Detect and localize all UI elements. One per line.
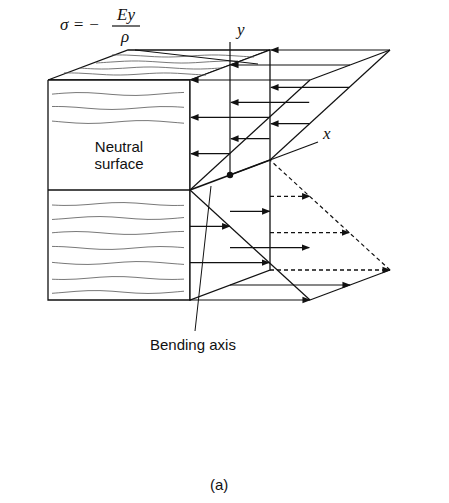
wood-grain	[64, 73, 206, 75]
stress-wedge-edge	[270, 160, 390, 270]
stress-wedge-edge	[270, 50, 390, 160]
formula-leader	[135, 50, 258, 64]
wood-grain	[52, 277, 184, 280]
hidden-edge	[270, 269, 390, 270]
compression-arrow	[271, 49, 390, 50]
tension-arrow	[190, 262, 269, 263]
tension-arrow	[230, 284, 350, 285]
wood-grain	[52, 231, 184, 234]
axis-label: y	[235, 20, 247, 40]
compression-arrow	[231, 64, 350, 65]
compression-arrow	[271, 123, 310, 124]
tension-arrow	[230, 211, 270, 212]
stress-wedge-edge	[190, 80, 310, 190]
wood-grain	[96, 61, 238, 63]
compression-arrow	[191, 153, 230, 154]
wood-grain	[52, 92, 184, 95]
compression-arrow	[231, 138, 270, 139]
tension-arrow	[190, 299, 310, 300]
wood-grain	[52, 106, 184, 109]
stress-formula: σ = −	[60, 15, 100, 35]
x-axis-line	[230, 142, 318, 175]
wood-grain	[52, 291, 184, 294]
axis-label: x	[321, 124, 333, 144]
origin-dot	[227, 172, 233, 178]
wood-grain	[52, 246, 184, 249]
stress-wedge-edge	[190, 190, 310, 300]
compression-arrow	[271, 87, 349, 88]
figure-tag: (a)	[210, 476, 228, 493]
tension-arrow	[270, 196, 310, 197]
bending-axis-leader	[195, 186, 211, 331]
compression-arrow	[191, 79, 310, 80]
y-axis-line	[229, 42, 230, 175]
tension-arrow	[270, 232, 349, 233]
formula-numerator: Ey	[117, 5, 135, 25]
face-label: Neutral surface	[82, 138, 156, 173]
callout-label: Bending axis	[148, 336, 238, 353]
wood-grain	[80, 67, 222, 69]
wood-grain	[52, 203, 184, 206]
wood-grain	[52, 217, 184, 220]
wood-grain	[52, 262, 184, 265]
formula-denominator: ρ	[121, 27, 129, 47]
wood-grain	[52, 121, 184, 124]
tension-arrow	[190, 226, 230, 227]
neutral-surface-line	[48, 189, 190, 190]
tension-arrow	[270, 269, 390, 270]
compression-arrow	[231, 102, 309, 103]
tension-arrow	[230, 247, 309, 248]
front-face	[48, 80, 190, 300]
fraction-bar	[112, 25, 140, 26]
